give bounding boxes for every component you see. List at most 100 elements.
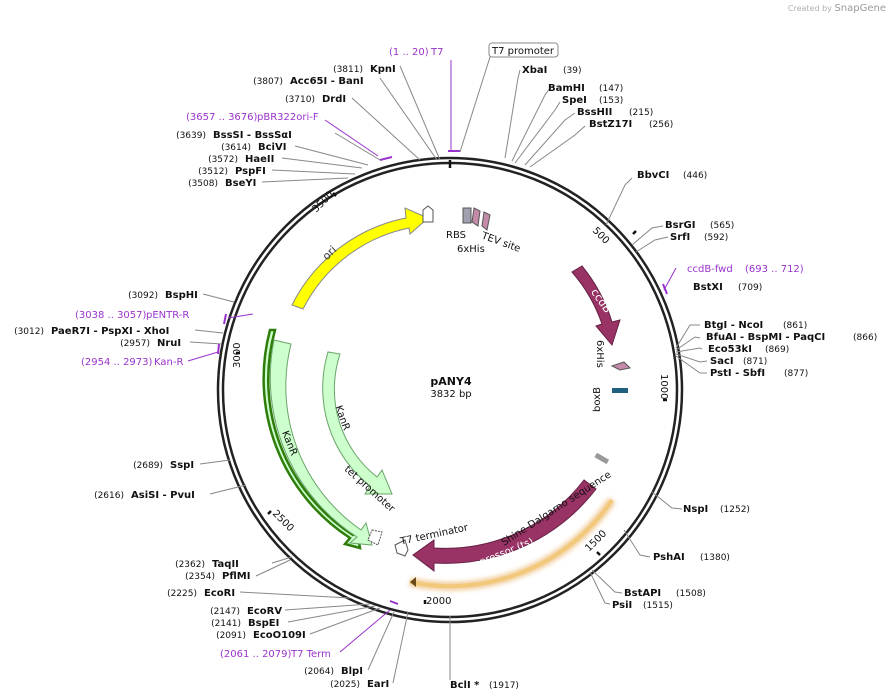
primer-mark-pentr bbox=[223, 313, 227, 325]
watermark-created-by: Created by bbox=[787, 4, 832, 13]
primer-mark-t7term bbox=[389, 600, 399, 605]
leader-bsssi bbox=[334, 132, 381, 161]
primer-leader-lines bbox=[187, 60, 677, 653]
feature-lambda-band bbox=[409, 498, 614, 589]
primer-mark-pbr322 bbox=[379, 156, 393, 161]
ruler-tick bbox=[596, 551, 601, 556]
leader-bsshii bbox=[524, 112, 576, 166]
site-eari: EarI bbox=[367, 679, 389, 690]
site-bspei-pos: (2141) bbox=[211, 619, 241, 629]
leader-xhoi bbox=[194, 329, 224, 334]
leader-srfi bbox=[635, 236, 669, 253]
leader-nspi bbox=[651, 491, 683, 510]
primer-pentr-pos: (3038 .. 3057) bbox=[75, 310, 147, 321]
t7-promoter-leader bbox=[459, 56, 491, 153]
site-taqii: TaqII bbox=[212, 559, 239, 570]
t7-promoter-label: T7 promoter bbox=[491, 46, 555, 57]
site-psii-pos: (1515) bbox=[643, 601, 673, 611]
leader-pshai bbox=[623, 529, 651, 558]
site-bstxi: BstXI bbox=[693, 282, 723, 293]
site-bseyi-pos: (3508) bbox=[188, 179, 218, 189]
site-pspfi: PspFI bbox=[235, 166, 266, 177]
primer-t7term-pos: (2061 .. 2079) bbox=[220, 649, 292, 660]
site-spei: SpeI bbox=[562, 95, 587, 106]
primer-kanr-name: Kan-R bbox=[154, 357, 183, 368]
primer-line-pentr bbox=[227, 313, 254, 319]
ruler-tick bbox=[332, 192, 337, 197]
plasmid-size: 3832 bp bbox=[430, 389, 471, 400]
site-blpi: BlpI bbox=[341, 666, 363, 677]
primer-ccdb-pos: (693 .. 712) bbox=[745, 264, 804, 275]
site-bstapi-pos: (1508) bbox=[676, 589, 706, 599]
site-bcivi-pos: (3614) bbox=[221, 143, 251, 153]
site-bamhi: BamHI bbox=[548, 83, 585, 94]
site-drdi: DrdI bbox=[322, 94, 346, 105]
primer-marks bbox=[217, 150, 668, 605]
feature-tet-promoter-marker bbox=[367, 529, 383, 546]
leader-btgi bbox=[675, 324, 700, 349]
feature-6xhis-right-label: 6xHis bbox=[594, 340, 605, 368]
site-paer7i-pspxi-xhoi: PaeR7I - PspXI - XhoI bbox=[51, 326, 169, 337]
feature-tev2-marker bbox=[481, 211, 491, 231]
leader-pflmi bbox=[255, 559, 291, 577]
leader-taqii bbox=[271, 556, 293, 564]
site-bamhi-pos: (147) bbox=[599, 84, 623, 94]
feature-ccdb-arrow bbox=[571, 265, 621, 347]
watermark-brand: SnapGene bbox=[834, 3, 886, 14]
site-bbvci: BbvCI bbox=[637, 170, 669, 181]
site-eco53ki-pos: (869) bbox=[765, 345, 789, 355]
primer-mark-ccdb bbox=[662, 283, 668, 295]
snapgene-watermark: Created by SnapGene bbox=[788, 3, 886, 14]
site-nrui-pos: (2957) bbox=[120, 339, 150, 349]
leader-pspfi bbox=[271, 169, 356, 175]
feature-6xhis-right-marker bbox=[610, 361, 632, 371]
ruler-ticks bbox=[236, 160, 667, 604]
ruler-label: 2500 bbox=[270, 508, 296, 534]
site-nrui: NruI bbox=[157, 338, 181, 349]
site-bsssi: BssSI - BssSαI bbox=[213, 130, 292, 141]
site-eco0109i: EcoO109I bbox=[253, 630, 306, 641]
site-bsshii: BssHII bbox=[577, 107, 612, 118]
feature-tev-marker bbox=[471, 207, 481, 227]
site-asisi-pvui: AsiSI - PvuI bbox=[131, 490, 195, 501]
site-sspi-pos: (2689) bbox=[133, 461, 163, 471]
site-drdi-pos: (3710) bbox=[285, 95, 315, 105]
site-bsrgi: BsrGI bbox=[665, 220, 695, 231]
feature-rbs-marker bbox=[422, 205, 434, 223]
site-btgi-ncoi: BtgI - NcoI bbox=[704, 320, 763, 331]
primer-line-kanr bbox=[187, 351, 219, 362]
leader-bsrgi bbox=[631, 225, 664, 246]
ruler-label: 1000 bbox=[658, 374, 669, 399]
site-bspei: BspEI bbox=[248, 618, 279, 629]
site-bsrgi-pos: (565) bbox=[710, 221, 734, 231]
leader-bbvci bbox=[605, 177, 633, 226]
leader-eco0109i bbox=[309, 607, 381, 635]
site-taqii-pos: (2362) bbox=[175, 560, 205, 570]
site-ecorv-pos: (2147) bbox=[210, 607, 240, 617]
leader-acc65i bbox=[379, 77, 438, 161]
primer-t7term-name: T7 Term bbox=[290, 649, 331, 660]
leader-bstapi bbox=[591, 569, 623, 594]
plasmid-center-label: pANY4 3832 bp bbox=[430, 375, 472, 400]
site-ecorv: EcoRV bbox=[247, 606, 282, 617]
leader-blpi bbox=[367, 611, 395, 671]
primer-t7-pos: (1 .. 20) bbox=[389, 47, 429, 58]
site-psii: PsiI bbox=[612, 600, 632, 611]
enzyme-labels-right: XbaI (39) BamHI (147) SpeI (153) BssHII … bbox=[450, 65, 877, 691]
primer-ccdb-name: ccdB-fwd bbox=[687, 264, 733, 275]
ruler-label: 2000 bbox=[426, 596, 451, 607]
feature-kanr-inner-arrow bbox=[322, 351, 393, 495]
site-kpni-pos: (3811) bbox=[333, 65, 363, 75]
ruler-tick bbox=[632, 230, 637, 235]
site-srfi-pos: (592) bbox=[704, 233, 728, 243]
primer-pbr322-pos: (3657 .. 3676) bbox=[186, 112, 258, 123]
site-bsphi-pos: (3092) bbox=[128, 291, 158, 301]
site-xhoi-pos: (3012) bbox=[14, 327, 44, 337]
ruler-label: 3000 bbox=[232, 343, 243, 368]
feature-lambda-repressor-arrow bbox=[412, 479, 597, 573]
site-blpi-pos: (2064) bbox=[304, 667, 334, 677]
features bbox=[262, 205, 632, 591]
leader-bstz17i bbox=[529, 125, 586, 168]
feature-6xhis-top-label: 6xHis bbox=[457, 244, 485, 255]
